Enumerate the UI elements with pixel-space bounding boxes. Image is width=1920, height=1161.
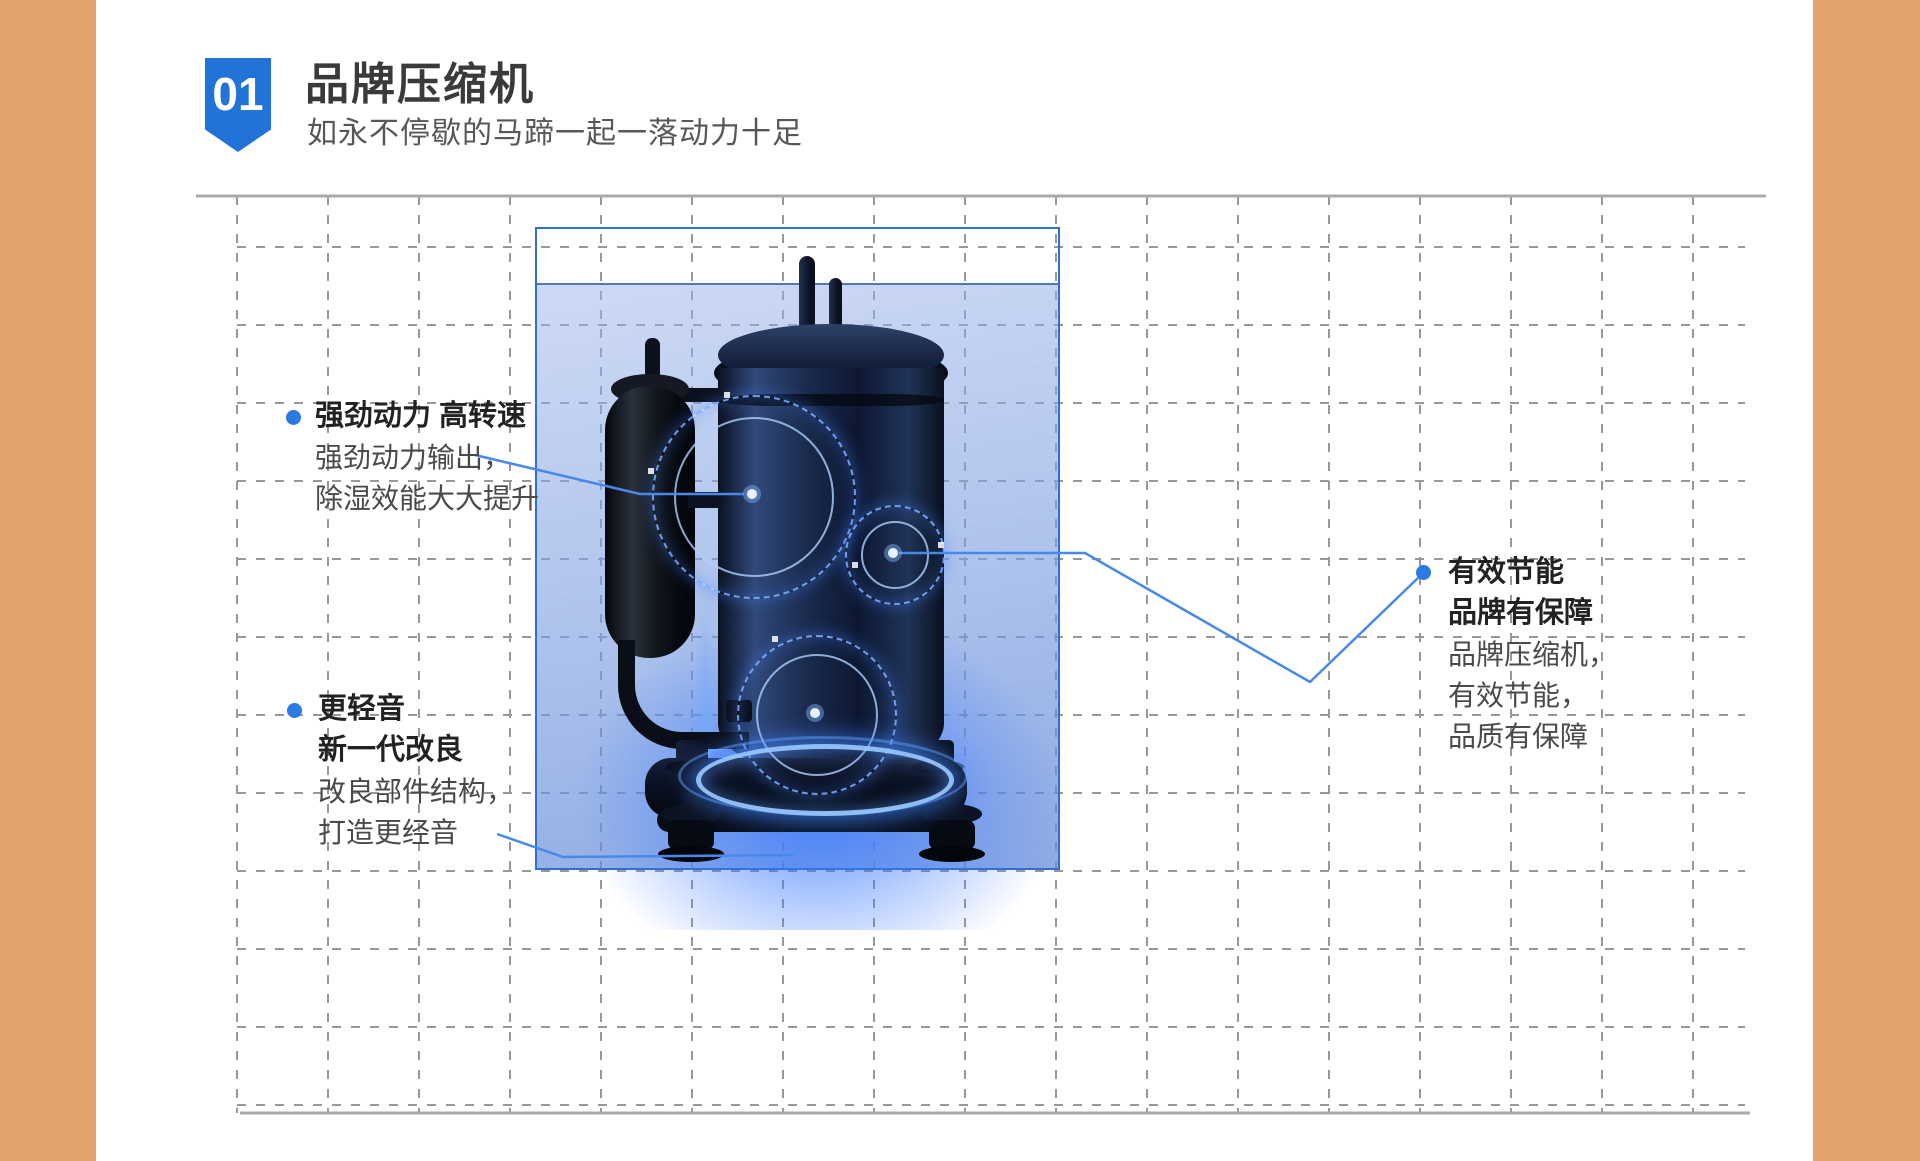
section-number-badge: 01 bbox=[205, 58, 271, 152]
tech-ring-large-inner bbox=[674, 417, 834, 577]
callout-body-line: 品质有保障 bbox=[1448, 721, 1589, 752]
callout-title: 有效节能 bbox=[1448, 556, 1565, 588]
callout-energy: 有效节能 品牌有保障 品牌压缩机， 有效节能， 品质有保障 bbox=[1448, 552, 1616, 757]
bullet-icon bbox=[287, 703, 302, 718]
callout-title: 新一代改良 bbox=[318, 734, 464, 766]
bullet-icon bbox=[286, 410, 301, 425]
callout-body-line: 强劲动力输出， bbox=[315, 442, 512, 473]
bullet-icon bbox=[1416, 565, 1431, 580]
callout-body-line: 有效节能， bbox=[1448, 680, 1589, 711]
callout-title: 品牌有保障 bbox=[1448, 597, 1594, 629]
anchor-dot bbox=[810, 708, 820, 718]
rubber-foot bbox=[929, 820, 975, 850]
callout-quiet: 更轻音 新一代改良 改良部件结构， 打造更经音 bbox=[318, 689, 514, 853]
callout-line-power bbox=[474, 453, 744, 496]
callout-body-line: 改良部件结构， bbox=[318, 776, 515, 807]
page-subtitle: 如永不停歇的马蹄一起一落动力十足 bbox=[307, 117, 803, 150]
callout-body-line: 品牌压缩机， bbox=[1448, 639, 1617, 670]
callout-title: 强劲动力 高转速 bbox=[315, 400, 527, 432]
foot-flange bbox=[661, 804, 721, 824]
callout-line-energy bbox=[899, 551, 1420, 684]
callout-body-line: 除湿效能大大提升 bbox=[315, 483, 540, 514]
callout-title: 更轻音 bbox=[318, 693, 406, 725]
page-title: 品牌压缩机 bbox=[305, 60, 535, 109]
discharge-pipe bbox=[799, 256, 815, 338]
left-orange-bar bbox=[0, 0, 96, 1161]
tech-ring-small-inner bbox=[861, 521, 929, 589]
foot-sole bbox=[919, 846, 985, 862]
foot-sole bbox=[658, 846, 724, 862]
anchor-dot bbox=[747, 489, 757, 499]
callout-body-line: 打造更经音 bbox=[318, 817, 459, 848]
foot-flange bbox=[922, 804, 982, 824]
right-orange-bar bbox=[1813, 0, 1920, 1161]
callout-power: 强劲动力 高转速 强劲动力输出， 除湿效能大大提升 bbox=[315, 396, 539, 519]
tech-ring-small bbox=[845, 505, 945, 605]
tech-tick bbox=[772, 636, 778, 642]
rubber-foot bbox=[668, 820, 714, 850]
tech-tick bbox=[648, 468, 654, 474]
callout-line-quiet bbox=[496, 832, 794, 859]
tech-tick bbox=[852, 562, 858, 568]
tech-ring-large bbox=[652, 395, 856, 599]
section-number: 01 bbox=[212, 68, 264, 120]
tech-tick bbox=[724, 392, 730, 398]
anchor-dot bbox=[888, 548, 898, 558]
tech-tick bbox=[938, 542, 944, 548]
base-halo bbox=[696, 744, 954, 816]
